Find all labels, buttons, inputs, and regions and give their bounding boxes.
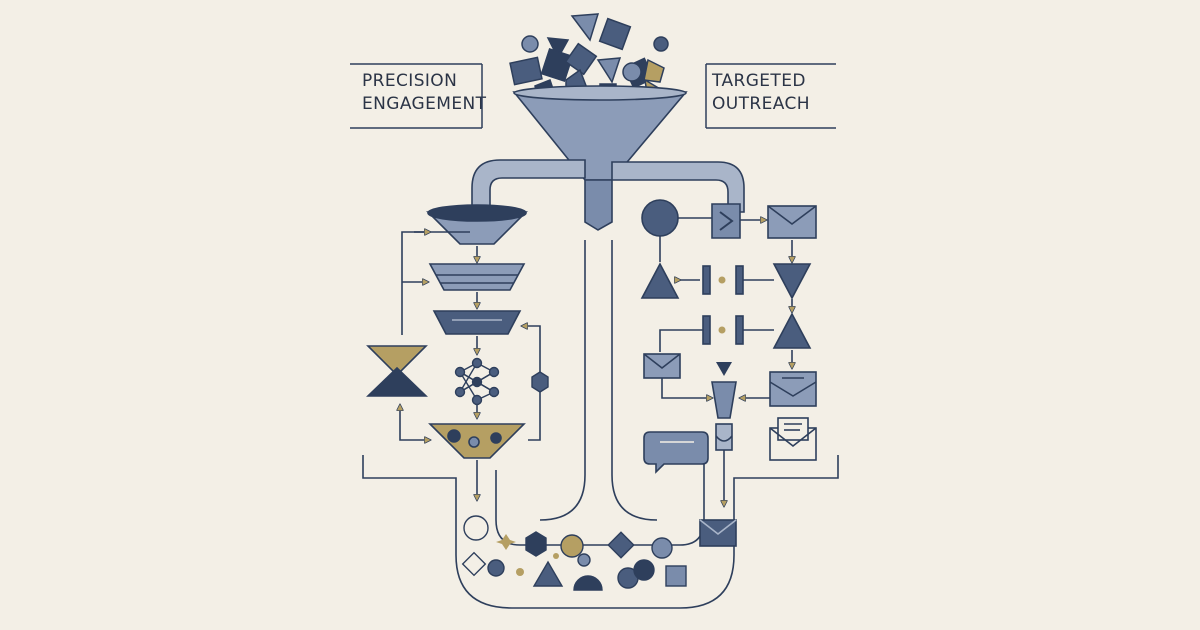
label-bracket-left xyxy=(350,63,483,129)
gate-pair-1 xyxy=(702,265,774,295)
envelope-icon-open xyxy=(740,371,817,407)
small-down-triangle xyxy=(716,362,732,376)
envelope-icon-bottom xyxy=(699,519,737,547)
envelope-icon xyxy=(767,205,817,239)
central-pipe xyxy=(539,240,658,521)
pipe-icon xyxy=(711,381,737,451)
left-stage-3-block xyxy=(432,310,522,335)
triangle-up-node-2 xyxy=(772,312,812,349)
right-node-circle xyxy=(641,199,712,262)
envelope-icon-letter xyxy=(769,417,817,461)
triangle-down-node xyxy=(772,263,812,300)
hourglass-icon xyxy=(366,345,428,397)
play-triangle-icon xyxy=(711,203,741,239)
u-pipe-inner xyxy=(495,455,705,546)
label-precision-engagement: PRECISION ENGAGEMENT xyxy=(362,70,486,116)
left-funnel-stage-2 xyxy=(428,263,526,291)
label-bracket-right xyxy=(705,63,836,129)
label-line: PRECISION xyxy=(362,71,458,91)
left-loop-top xyxy=(401,231,470,335)
label-line: ENGAGEMENT xyxy=(362,94,487,114)
speech-bubble xyxy=(643,431,709,474)
label-line: OUTREACH xyxy=(712,94,810,114)
label-targeted-outreach: TARGETED OUTREACH xyxy=(712,70,810,116)
gold-funnel xyxy=(428,423,526,459)
triangle-up-node xyxy=(640,262,680,299)
u-pipe-outline xyxy=(362,455,839,609)
gate-pair-2 xyxy=(659,315,774,352)
output-shapes xyxy=(461,515,687,591)
neural-network-icon xyxy=(454,357,500,406)
envelope-icon-small xyxy=(643,353,712,398)
pipe-left xyxy=(471,159,586,213)
left-funnel-stage-1 xyxy=(426,204,528,245)
hexagon-icon xyxy=(531,371,549,393)
label-line: TARGETED xyxy=(712,71,806,91)
